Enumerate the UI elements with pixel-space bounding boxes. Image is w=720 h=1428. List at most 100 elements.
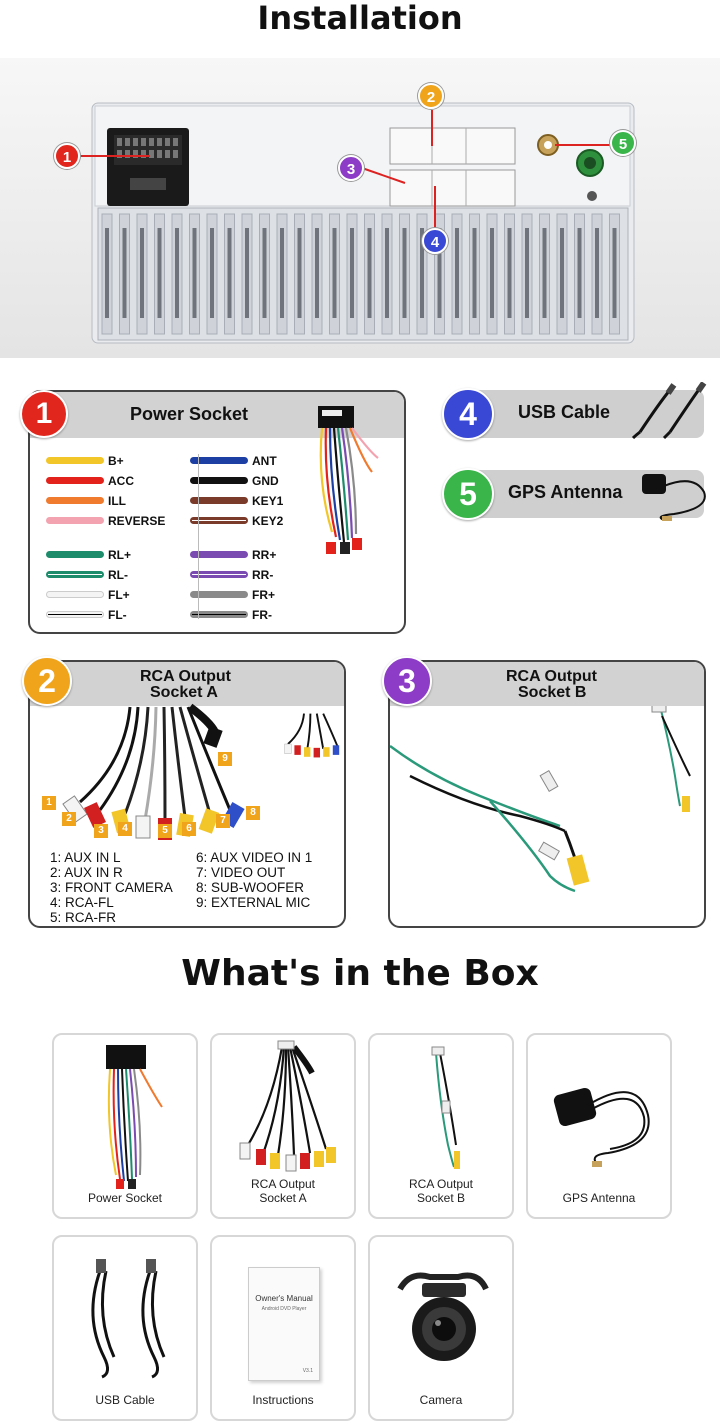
wire-color-swatch (46, 611, 104, 618)
rca-socket-a-image (62, 703, 340, 840)
rca-a-tag-6: 6 (182, 822, 196, 836)
wire-label: FR+ (252, 588, 276, 602)
box-item-rca-socket-b: RCA Output Socket B (368, 1033, 514, 1219)
rca-a-tag-3: 3 (94, 824, 108, 838)
manual-title: Owner's Manual (255, 1294, 313, 1303)
wire-color-swatch (46, 591, 104, 598)
rca-socket-a-title-line2: Socket A (150, 684, 218, 701)
rca-socket-a-thumb (239, 1040, 336, 1172)
wire-color-swatch (190, 571, 248, 578)
wire-color-swatch (190, 611, 248, 618)
callout-3-badge: 3 (338, 155, 364, 181)
box-item-rca-socket-a: RCA Output Socket A (210, 1033, 356, 1219)
power-socket-number-badge: 1 (20, 390, 68, 438)
vent-fins (101, 213, 620, 335)
wire-color-swatch (46, 497, 104, 504)
wire-label: RL+ (108, 548, 132, 562)
wire-label: GND (252, 474, 279, 488)
camera-thumb (397, 1272, 489, 1361)
wire-label: FL+ (108, 588, 130, 602)
rca-socket-b-title-line2: Socket B (518, 684, 587, 701)
legend-line: 6: AUX VIDEO IN 1 (196, 850, 313, 865)
wire-label: ACC (108, 474, 134, 488)
wire-label: ILL (108, 494, 126, 508)
rca-socket-b-image (390, 706, 691, 893)
owners-manual-booklet: Owner's Manual Android DVD Player V3.1 (248, 1267, 320, 1381)
legend-line: 3: FRONT CAMERA (50, 880, 173, 895)
rca-a-tag-1: 1 (42, 796, 56, 810)
wire-label: ANT (252, 454, 277, 468)
rca-a-tag-9: 9 (218, 752, 232, 766)
usb-cable-thumb (91, 1259, 166, 1379)
callout-5-badge: 5 (610, 130, 636, 156)
rca-a-tag-2: 2 (62, 812, 76, 826)
box-item-caption: Camera (419, 1393, 463, 1407)
legend-line: 2: AUX IN R (50, 865, 123, 880)
wire-label: B+ (108, 454, 124, 468)
legend-line: 5: RCA-FR (50, 910, 117, 925)
wire-color-swatch (190, 551, 248, 558)
box-item-gps-antenna: GPS Antenna (526, 1033, 672, 1219)
wire-color-swatch (46, 457, 104, 464)
rca-socket-b-header: RCA Output Socket B (390, 662, 704, 706)
wire-label: RR+ (252, 548, 277, 562)
gps-antenna-label: GPS Antenna (508, 482, 623, 502)
power-socket-thumb (106, 1045, 163, 1189)
installation-title: Installation (257, 0, 463, 37)
wire-color-swatch (190, 591, 248, 598)
box-item-caption: Power Socket (87, 1191, 163, 1205)
callout-1-badge: 1 (54, 143, 80, 169)
manual-version: V3.1 (302, 1368, 313, 1374)
wire-label: KEY1 (252, 494, 284, 508)
legend-line: 8: SUB-WOOFER (196, 880, 305, 895)
usb-cable-image (631, 382, 707, 440)
wire-color-swatch (46, 551, 104, 558)
box-item-caption: RCA Output Socket B (408, 1177, 474, 1205)
rca-socket-a-panel: RCA Output Socket A (28, 660, 346, 928)
box-item-caption: GPS Antenna (562, 1191, 636, 1205)
wire-label: REVERSE (108, 514, 166, 528)
box-item-power-socket: Power Socket (52, 1033, 198, 1219)
rca-socket-b-title-line1: RCA Output (506, 668, 597, 685)
rca-a-tag-5: 5 (158, 824, 172, 838)
wire-color-swatch (190, 457, 248, 464)
rca-b-number-badge: 3 (382, 656, 432, 706)
box-item-camera: Camera (368, 1235, 514, 1421)
wire-color-swatch (190, 497, 248, 504)
rca-socket-b-panel: RCA Output Socket B (388, 660, 706, 928)
box-item-instructions: Owner's Manual Android DVD Player V3.1 I… (210, 1235, 356, 1421)
wire-color-swatch (46, 517, 104, 524)
legend-line: 9: EXTERNAL MIC (196, 895, 311, 910)
rca-a-number-badge: 2 (22, 656, 72, 706)
whats-in-the-box-title: What's in the Box (181, 953, 539, 994)
wire-label: KEY2 (252, 514, 284, 528)
callout-4-badge: 4 (422, 228, 448, 254)
box-item-caption: Instructions (252, 1393, 314, 1407)
gps-antenna-image (642, 474, 706, 521)
power-harness-image (318, 406, 379, 554)
box-item-usb-cable: USB Cable (52, 1235, 198, 1421)
wire-divider (198, 454, 199, 619)
wire-label: FR- (252, 608, 272, 622)
rca-a-tag-8: 8 (246, 806, 260, 820)
rca-socket-a-title-line1: RCA Output (140, 668, 231, 685)
callout-2-badge: 2 (418, 83, 444, 109)
rca-a-tag-4: 4 (118, 822, 132, 836)
box-item-caption: USB Cable (95, 1393, 155, 1407)
usb-number-badge: 4 (442, 388, 494, 440)
wire-color-swatch (46, 477, 104, 484)
rca-a-tag-7: 7 (216, 814, 230, 828)
legend-line: 7: VIDEO OUT (196, 865, 286, 880)
power-socket-title: Power Socket (130, 404, 249, 424)
wire-color-swatch (46, 571, 104, 578)
wire-color-swatch (190, 477, 248, 484)
manual-subtitle: Android DVD Player (261, 1306, 307, 1312)
legend-line: 4: RCA-FL (50, 895, 114, 910)
rca-socket-a-header: RCA Output Socket A (30, 662, 344, 706)
legend-line: 1: AUX IN L (50, 850, 121, 865)
wire-label: FL- (108, 608, 127, 622)
gps-number-badge: 5 (442, 468, 494, 520)
rca-socket-b-thumb (431, 1046, 460, 1169)
head-unit-rear-image (0, 58, 720, 358)
